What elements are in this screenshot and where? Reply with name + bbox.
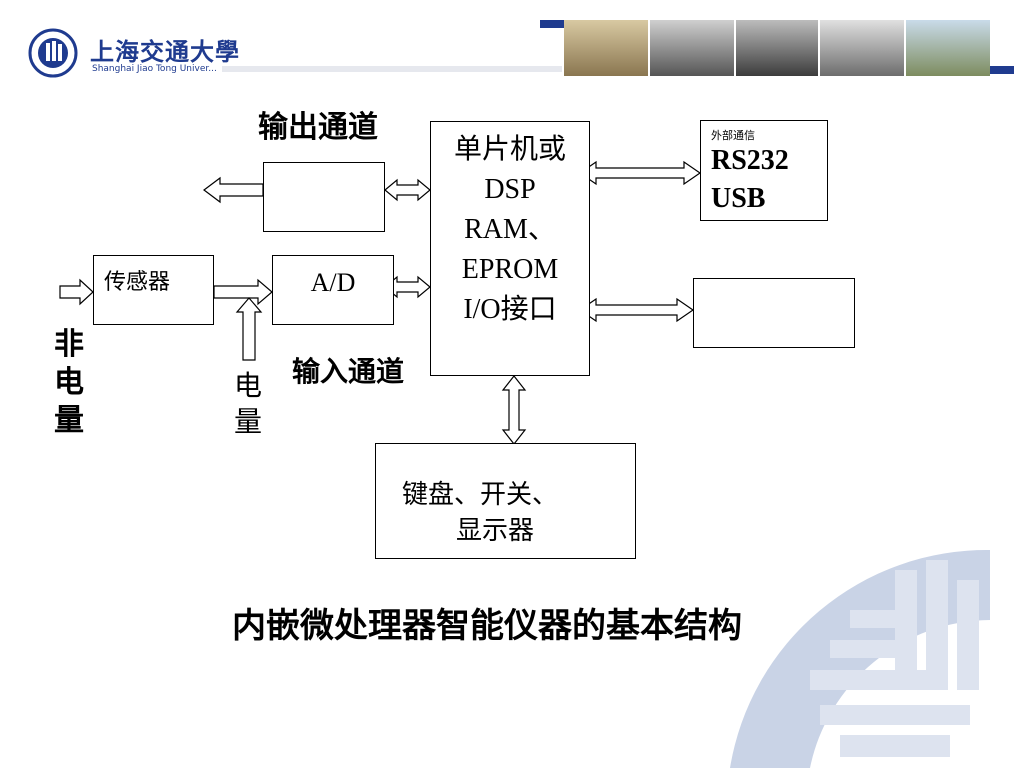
cpu-comm-arrow [578,160,702,186]
diagram-caption: 内嵌微处理器智能仪器的基本结构 [232,606,742,646]
ad-label: A/D [310,268,356,297]
output-channel-label: 输出通道 [258,110,378,145]
output-cpu-arrow [384,178,431,202]
cpu-line: EPROM [461,254,559,285]
electric-label: 电 量 [234,368,268,440]
campus-photo-5 [906,20,990,76]
cpu-line: RAM、 [464,214,556,245]
input-arrow [59,278,94,306]
cpu-box: 单片机或 DSP RAM、 EPROM I/O接口 [430,121,590,376]
non-electric-char: 电 [54,365,84,400]
header-rule [222,66,562,72]
seal-icon [28,28,78,78]
non-electric-char: 非 [54,327,84,362]
sensor-ad-arrow [213,278,273,306]
campus-photo-4 [820,20,904,76]
electric-char: 量 [234,405,263,438]
cpu-line: DSP [484,174,536,205]
university-name-cn: 上海交通大學 [90,37,240,66]
cpu-line: I/O接口 [463,294,557,325]
campus-photo-3 [736,20,818,76]
non-electric-char: 量 [54,403,84,438]
cpu-keyboard-arrow [501,375,527,445]
comm-small-label: 外部通信 [711,129,755,142]
peripheral-box [693,278,855,348]
keyboard-line: 显示器 [456,516,535,546]
keyboard-line: 键盘、开关、 [402,480,559,510]
input-channel-label: 输入通道 [292,355,405,388]
non-electric-label: 非 电 量 [54,326,88,440]
campus-photo-2 [650,20,734,76]
header-accent-left [540,20,564,28]
output-channel-box [263,162,385,232]
cpu-lines: 单片机或 DSP RAM、 EPROM I/O接口 [431,130,589,330]
photo-strip [564,20,990,76]
university-watermark-logo [730,549,990,768]
sensor-label: 传感器 [104,270,171,295]
electric-char: 电 [234,369,263,402]
cpu-device-arrow [578,297,695,323]
comm-line: USB [711,183,766,214]
output-arrow [203,176,264,204]
sensor-box: 传感器 [93,255,214,325]
electric-arrow [235,297,263,361]
communication-box: 外部通信 RS232 USB [700,120,828,221]
comm-line: RS232 [711,145,789,176]
keyboard-display-box: 键盘、开关、 显示器 [375,443,636,559]
university-logo [28,28,78,78]
header-accent-right [990,66,1014,74]
campus-photo-1 [564,20,648,76]
ad-converter-box: A/D [272,255,394,325]
university-name-en: Shanghai Jiao Tong Univer... [92,64,217,74]
cpu-line: 单片机或 [453,134,566,165]
